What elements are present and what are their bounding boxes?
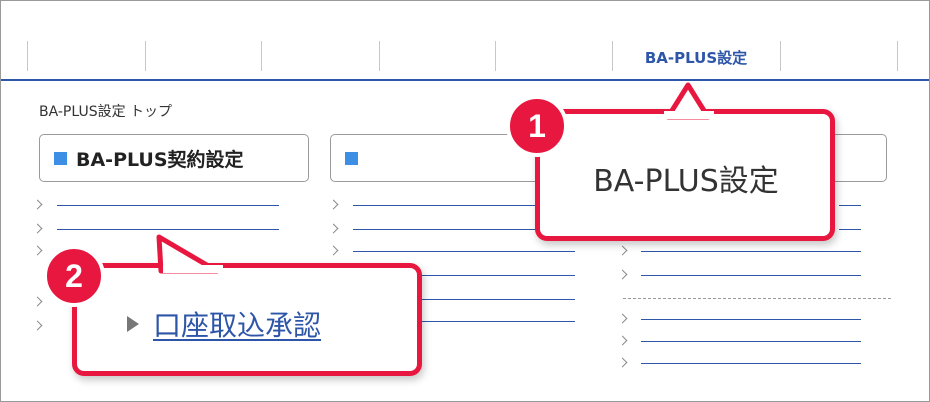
chevron-right-icon xyxy=(617,245,628,256)
triangle-right-icon xyxy=(127,316,139,332)
step-badge-1: 1 xyxy=(506,95,568,157)
menu-link[interactable] xyxy=(641,319,861,320)
nav-separator xyxy=(27,41,28,71)
chevron-right-icon xyxy=(328,223,339,234)
chevron-right-icon xyxy=(617,357,628,368)
chevron-right-icon xyxy=(32,245,43,256)
nav-separator xyxy=(897,41,898,71)
square-bullet-icon xyxy=(54,151,67,165)
chevron-right-icon xyxy=(32,296,43,307)
nav-separator xyxy=(261,41,262,71)
menu-link[interactable] xyxy=(353,229,575,230)
callout-2-pointer xyxy=(156,234,223,274)
menu-link[interactable] xyxy=(421,321,575,322)
nav-separator xyxy=(612,41,613,71)
callout-1-pointer xyxy=(664,82,714,120)
menu-link[interactable] xyxy=(641,275,861,276)
nav-tab-ba-plus-settings[interactable]: BA-PLUS設定 xyxy=(612,39,780,75)
nav-separator xyxy=(495,41,496,71)
step-badge-2: 2 xyxy=(43,245,105,307)
menu-link[interactable] xyxy=(57,229,279,230)
divider xyxy=(623,298,891,299)
menu-link[interactable] xyxy=(641,341,861,342)
menu-link[interactable] xyxy=(421,299,575,300)
menu-link[interactable] xyxy=(353,251,575,252)
global-nav: BA-PLUS設定 xyxy=(1,39,929,81)
chevron-right-icon xyxy=(617,269,628,280)
square-bullet-icon xyxy=(345,151,358,165)
nav-tab-label: BA-PLUS設定 xyxy=(644,48,748,67)
menu-link[interactable] xyxy=(421,275,575,276)
chevron-right-icon xyxy=(32,223,43,234)
menu-link[interactable] xyxy=(57,205,279,206)
menu-link[interactable] xyxy=(641,363,861,364)
chevron-right-icon xyxy=(617,313,628,324)
nav-separator xyxy=(145,41,146,71)
nav-separator xyxy=(780,41,781,71)
chevron-right-icon xyxy=(32,199,43,210)
menu-link[interactable] xyxy=(641,251,861,252)
callout-2-content: 口座取込承認 xyxy=(127,304,321,344)
breadcrumb: BA-PLUS設定 トップ xyxy=(39,104,173,120)
menu-link[interactable] xyxy=(839,205,861,206)
chevron-right-icon xyxy=(32,320,43,331)
chevron-right-icon xyxy=(328,199,339,210)
panel-contract-settings[interactable]: BA-PLUS契約設定 xyxy=(39,134,309,182)
account-import-approval-link[interactable]: 口座取込承認 xyxy=(153,309,322,342)
menu-link[interactable] xyxy=(839,229,861,230)
menu-link[interactable] xyxy=(353,205,575,206)
chevron-right-icon xyxy=(328,245,339,256)
panel-title: BA-PLUS契約設定 xyxy=(76,148,244,171)
nav-separator xyxy=(379,41,380,71)
callout-1-text: BA-PLUS設定 xyxy=(593,164,779,199)
chevron-right-icon xyxy=(617,335,628,346)
